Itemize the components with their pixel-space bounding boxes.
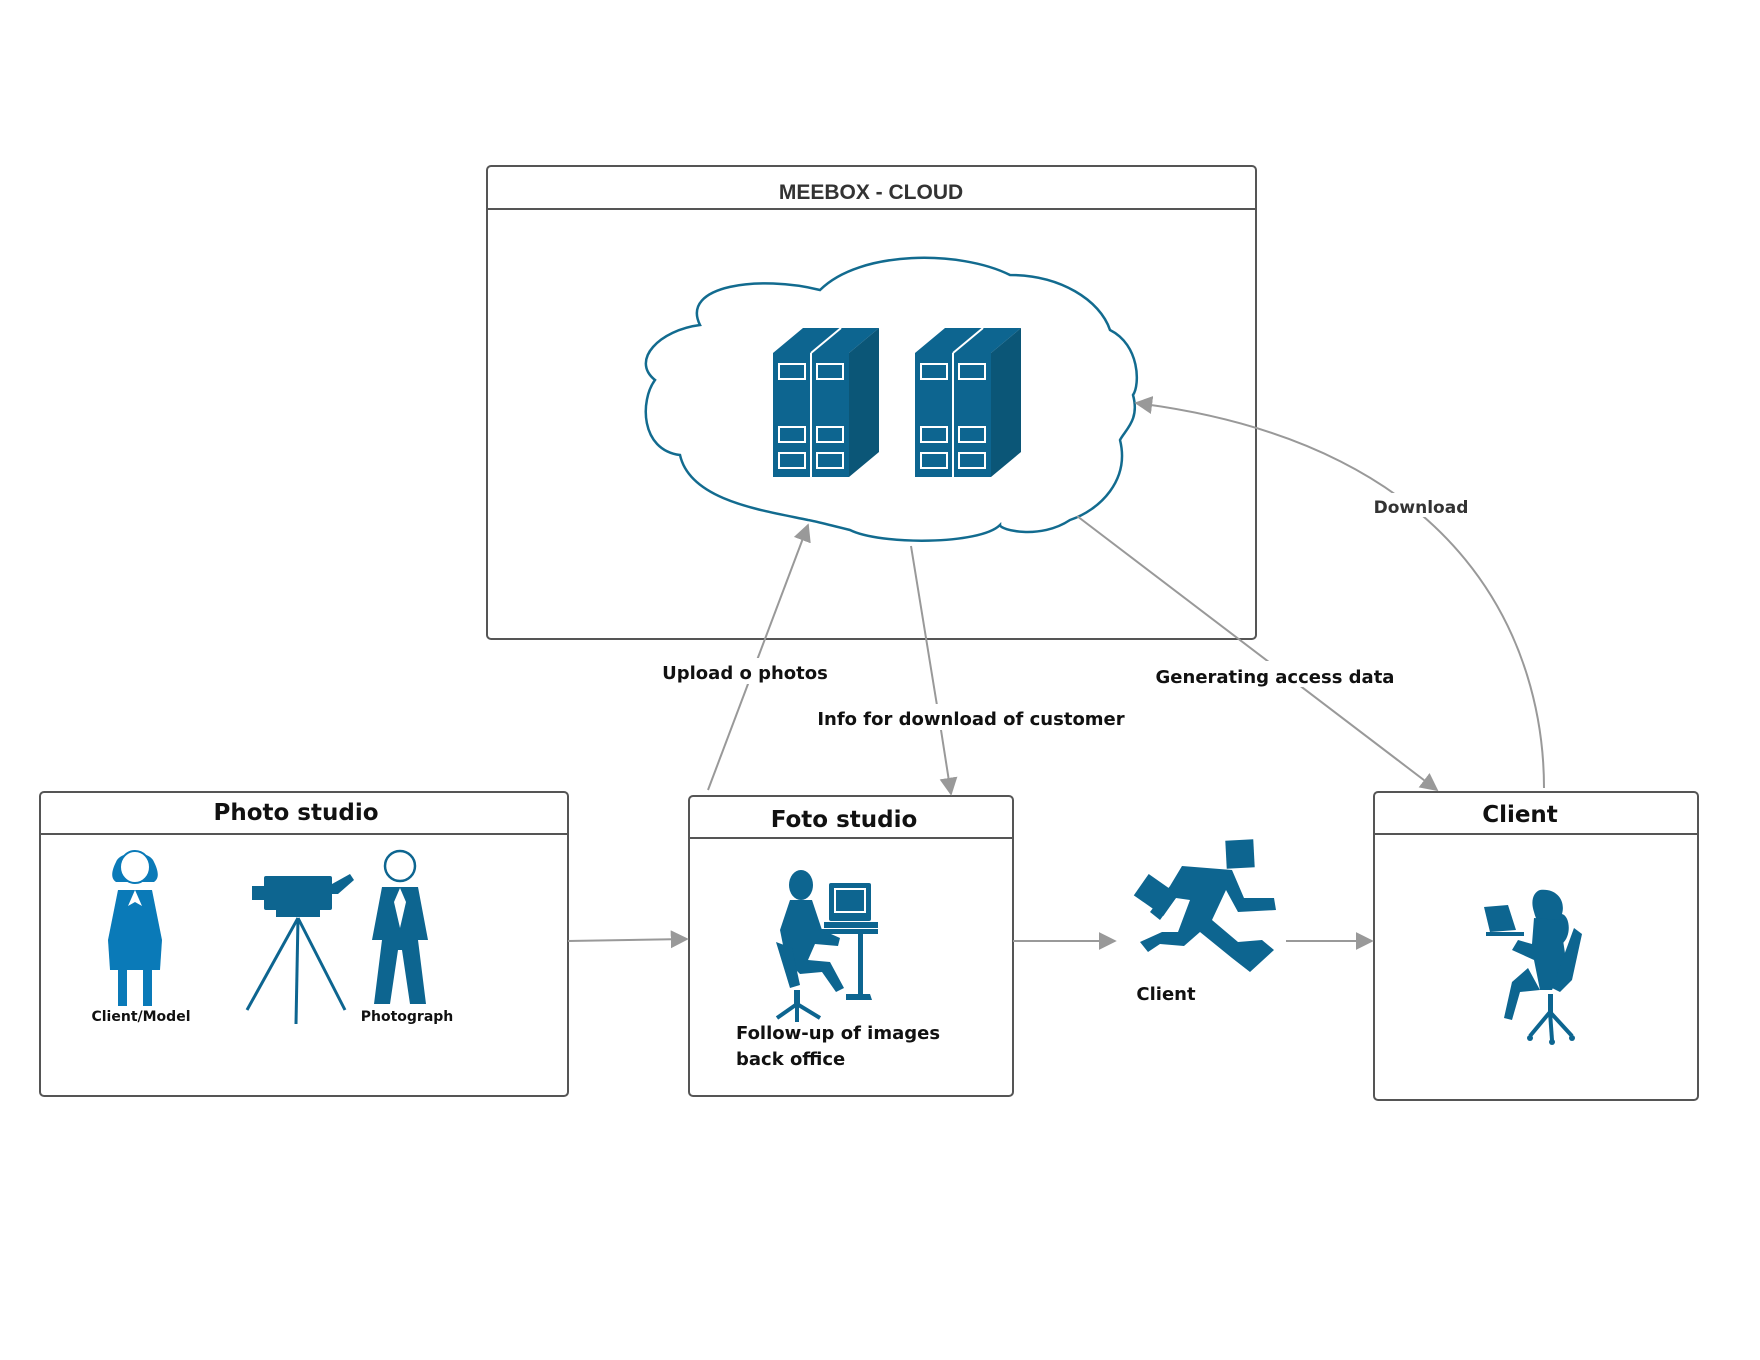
photographer-label: Photograph xyxy=(361,1009,454,1025)
client-model-label: Client/Model xyxy=(91,1009,190,1025)
computer-worker-icon xyxy=(775,870,878,1022)
photo-studio-panel: Photo studio Client/Model xyxy=(39,791,569,1097)
foto-studio-title: Foto studio xyxy=(771,807,918,833)
edge-generating xyxy=(1076,515,1439,792)
photo-studio-title: Photo studio xyxy=(213,800,378,826)
video-camera-tripod-icon xyxy=(245,874,354,1025)
edge-download xyxy=(1134,396,1545,789)
cloud-panel-title: MEEBOX - CLOUD xyxy=(779,181,963,204)
edge-labels: Upload o photos Info for download of cus… xyxy=(662,493,1472,730)
foto-studio-panel: Foto studio Follow-up of images back off… xyxy=(688,795,1014,1097)
edge-label-generating: Generating access data xyxy=(1156,667,1395,688)
running-client-label: Client xyxy=(1136,984,1196,1005)
foto-studio-caption-2: back office xyxy=(736,1049,845,1070)
edge-label-download: Download xyxy=(1374,498,1469,518)
server-rack-icon xyxy=(773,327,879,477)
edge-label-info: Info for download of customer xyxy=(817,709,1124,730)
laptop-user-icon xyxy=(1484,889,1582,1045)
edge-upload xyxy=(707,523,811,791)
cloud-panel: MEEBOX - CLOUD xyxy=(486,165,1257,640)
client-panel-title: Client xyxy=(1482,802,1558,828)
client-panel: Client xyxy=(1373,791,1699,1101)
server-rack-icon xyxy=(915,327,1021,477)
running-businessman-icon xyxy=(1133,839,1276,972)
man-icon xyxy=(372,849,428,1004)
connectors xyxy=(567,396,1545,950)
edge-label-upload: Upload o photos xyxy=(662,663,828,684)
foto-studio-caption-1: Follow-up of images xyxy=(736,1023,940,1044)
edge-photo-to-foto xyxy=(567,930,689,949)
woman-icon xyxy=(108,850,162,1006)
